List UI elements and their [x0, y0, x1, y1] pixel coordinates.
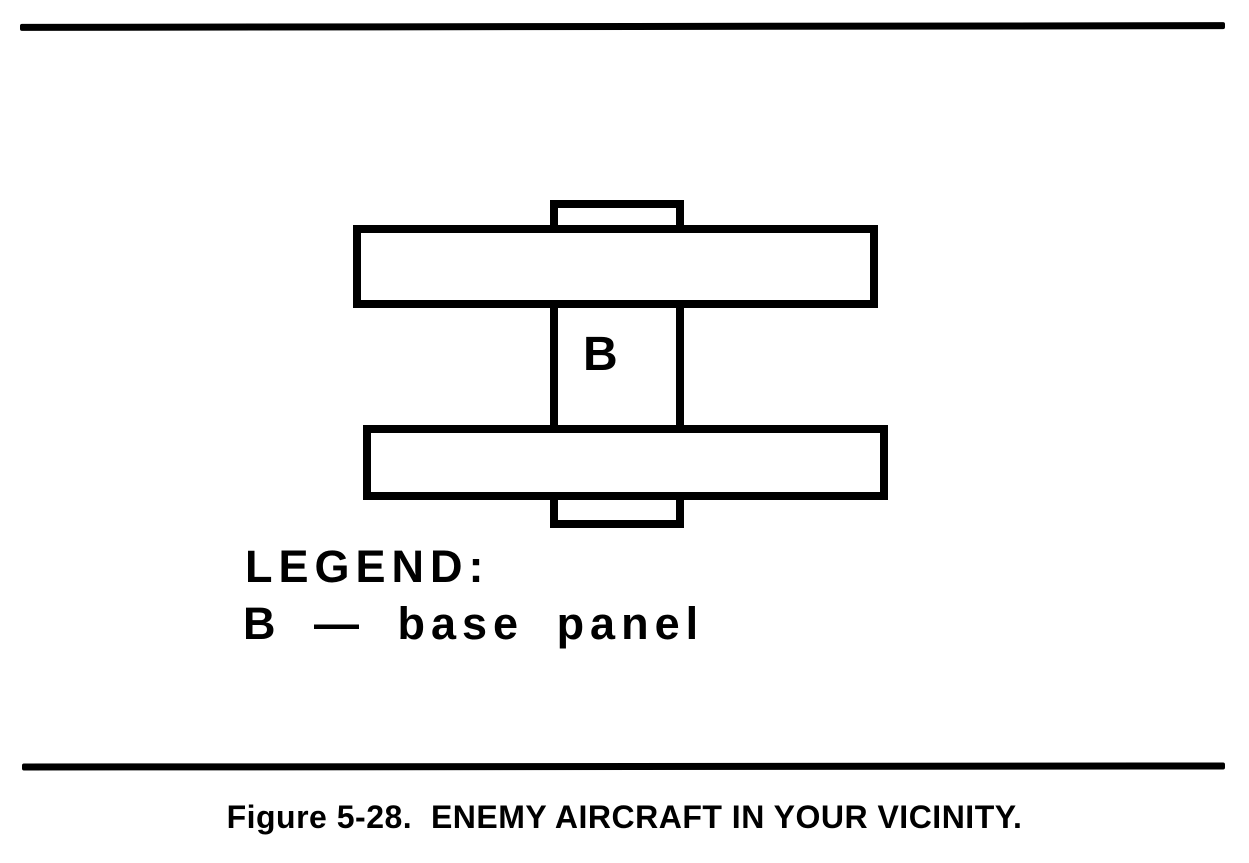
figure-caption: Figure 5-28. ENEMY AIRCRAFT IN YOUR VICI…	[226, 799, 1023, 835]
base-panel-label: B	[583, 328, 618, 381]
bottom-horizontal-rule	[21, 762, 1226, 771]
top-bar-panel	[353, 225, 878, 308]
bottom-bar-panel	[363, 425, 888, 500]
legend-entry: B — base panel	[243, 598, 705, 649]
legend-heading: LEGEND:	[245, 541, 490, 592]
